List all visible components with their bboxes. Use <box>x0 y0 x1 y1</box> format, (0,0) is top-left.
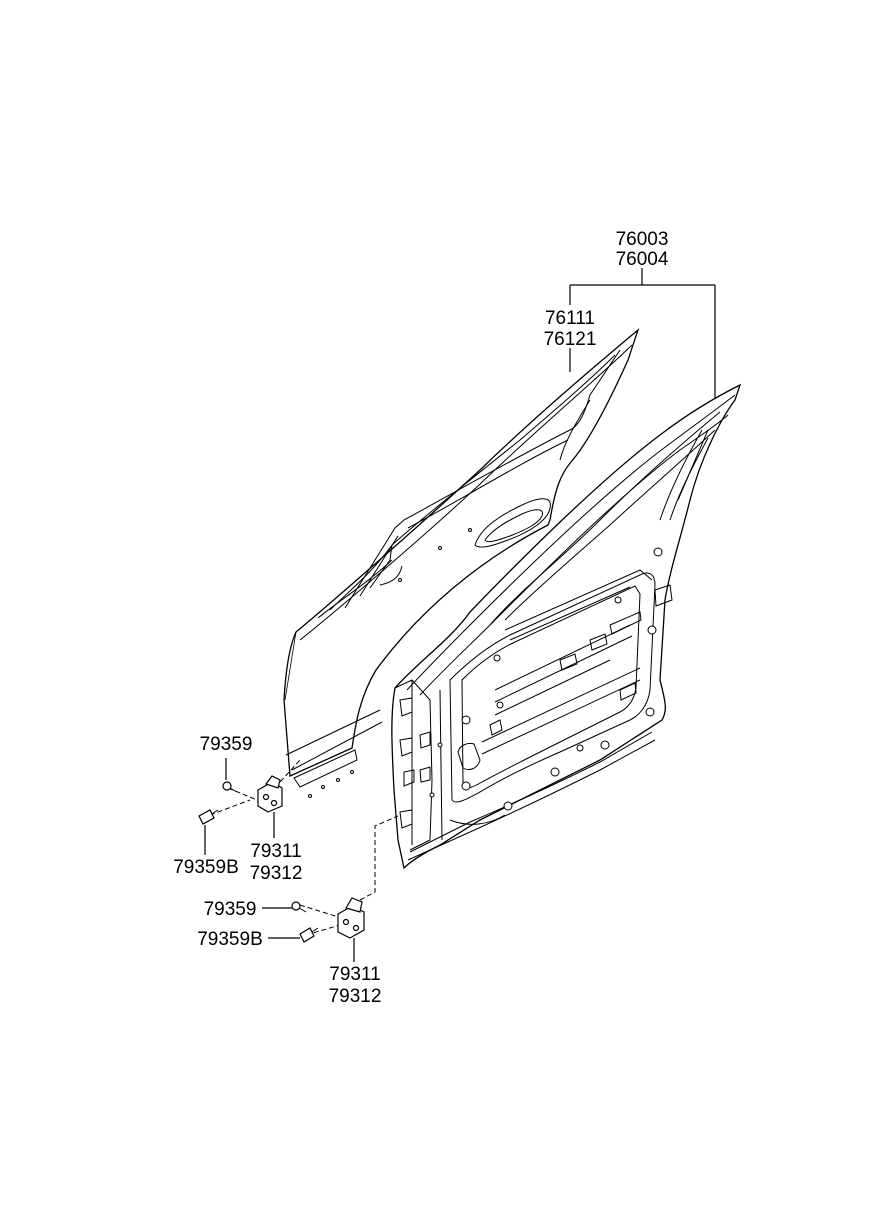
upper-hinge-group <box>198 775 283 825</box>
label-panel-outer-a: 76111 <box>545 308 595 329</box>
upper-bolt-b-icon <box>198 809 219 825</box>
label-upper-hinge-b: 79312 <box>250 863 303 884</box>
lower-bolt-icon <box>291 901 307 913</box>
label-lower-bolt-b: 79359B <box>197 929 263 950</box>
door-inner-panel <box>391 383 742 870</box>
upper-bolt-icon <box>222 781 238 793</box>
label-upper-bolt: 79359 <box>200 734 253 755</box>
leader-lines <box>204 268 716 962</box>
label-lower-hinge-a: 79311 <box>329 964 380 985</box>
label-lower-bolt: 79359 <box>204 899 257 920</box>
label-lower-hinge-b: 79312 <box>329 986 382 1007</box>
lower-bolt-b-icon <box>299 927 319 943</box>
label-upper-bolt-b: 79359B <box>173 857 239 878</box>
label-door-assy-a: 76003 <box>616 229 669 250</box>
lower-hinge-group <box>291 897 365 943</box>
label-upper-hinge-a: 79311 <box>250 841 301 862</box>
part-labels: 76003 76004 76111 76121 79359 79359B 793… <box>173 229 669 1007</box>
upper-hinge-icon <box>257 775 283 813</box>
lower-hinge-icon <box>337 897 365 939</box>
label-panel-outer-b: 76121 <box>544 329 597 350</box>
door-outer-panel <box>283 328 640 798</box>
label-door-assy-b: 76004 <box>616 249 669 270</box>
